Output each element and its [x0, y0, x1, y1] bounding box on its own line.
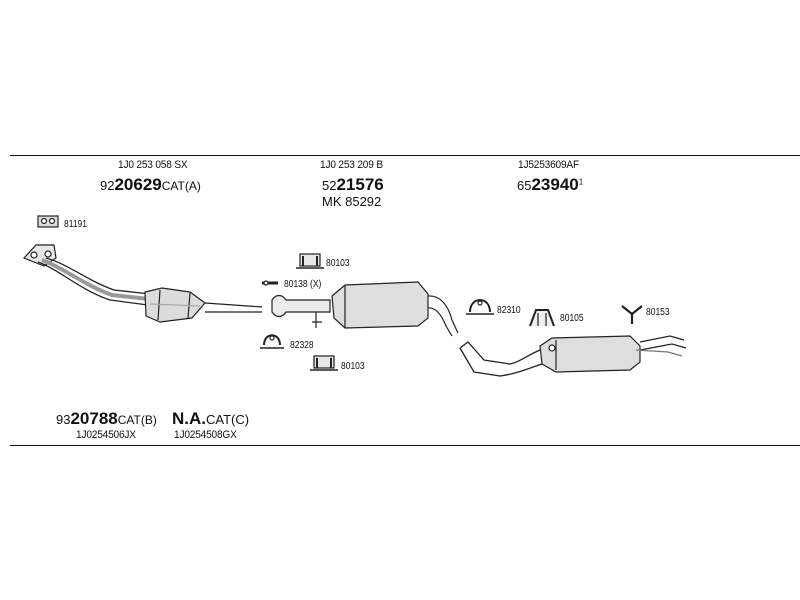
part-number-front-pipe: 9220629CAT(A): [100, 176, 201, 193]
part-main: 20788: [70, 409, 118, 428]
bracket-icon: [529, 309, 555, 327]
middle-silencer-icon: [271, 281, 459, 337]
part-prefix: 65: [517, 178, 532, 193]
part-main: 21576: [336, 175, 384, 194]
oe-number-middle: 1J0 253 209 B: [320, 159, 383, 171]
rear-silencer-icon: [459, 335, 687, 377]
part-number-cat-b: 9320788CAT(B): [56, 410, 157, 427]
mounting-kit-number: MK 85292: [322, 194, 382, 209]
gasket-icon: [37, 215, 59, 228]
part-main: N.A.: [172, 409, 206, 428]
part-prefix: 92: [100, 178, 115, 193]
clamp-right-icon: [466, 299, 494, 315]
oe-number-rear: 1J5253609AF: [518, 159, 580, 171]
part-suffix: CAT(B): [117, 413, 157, 427]
clamp-left-icon: [260, 334, 284, 349]
part-sup: 1: [578, 177, 584, 187]
part-number-rear: 65239401: [517, 176, 583, 193]
part-prefix: 93: [56, 412, 71, 427]
bottom-rule: [10, 445, 800, 446]
label-gasket: 81191: [64, 219, 88, 230]
tail-mount-icon: [621, 305, 643, 324]
part-suffix: CAT(C): [206, 412, 250, 427]
label-clamp-left: 82328: [290, 340, 314, 351]
top-rule: [10, 155, 800, 156]
label-tail-mount: 80153: [646, 307, 670, 318]
part-number-cat-c: N.A.CAT(C): [172, 410, 249, 427]
part-main: 23940: [531, 175, 579, 194]
label-bracket: 80105: [560, 313, 584, 324]
oe-number-cat-c: 1J0254508GX: [174, 429, 237, 441]
hanger-top-icon: [296, 253, 324, 269]
label-clamp-right: 82310: [497, 305, 521, 316]
label-clamp-x: 80138 (X): [284, 279, 322, 290]
catalytic-converter-icon: [144, 287, 263, 323]
label-hanger-bottom: 80103: [341, 361, 365, 372]
oe-number-cat-b: 1J0254506JX: [76, 429, 136, 441]
part-suffix: CAT(A): [161, 179, 201, 193]
part-prefix: 52: [322, 178, 337, 193]
hanger-bottom-icon: [310, 355, 338, 371]
front-pipe-icon: [22, 244, 151, 306]
part-number-middle: 5221576: [322, 176, 384, 193]
clamp-x-icon: [262, 280, 278, 286]
part-main: 20629: [114, 175, 162, 194]
label-hanger-top: 80103: [326, 258, 350, 269]
oe-number-front-pipe: 1J0 253 058 SX: [118, 159, 188, 171]
